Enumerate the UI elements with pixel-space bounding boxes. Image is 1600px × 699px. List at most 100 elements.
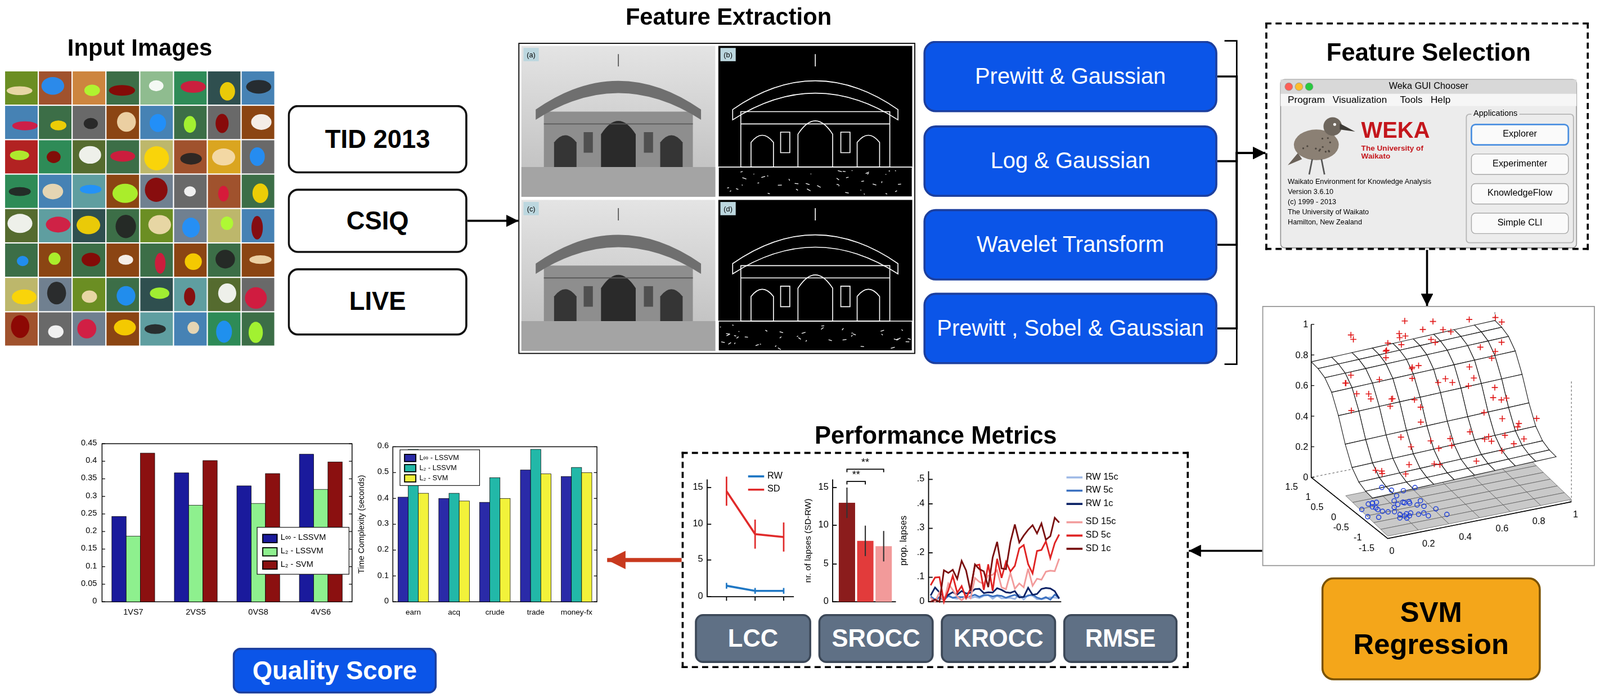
window-button bbox=[1295, 82, 1303, 91]
edge-speck bbox=[895, 190, 897, 192]
legend-swatch bbox=[262, 547, 278, 557]
thumbnail bbox=[72, 312, 106, 346]
text-block: RMSE bbox=[1085, 625, 1157, 653]
data-point-red bbox=[1419, 326, 1427, 333]
legend-line-sample bbox=[1066, 545, 1083, 552]
thumbnail-object bbox=[244, 287, 267, 309]
thumbnail-object bbox=[218, 186, 229, 202]
chart-tick bbox=[392, 472, 396, 474]
axis-label: prop. lapses bbox=[899, 515, 910, 566]
data-point-red bbox=[1470, 375, 1477, 382]
data-point-red bbox=[1435, 445, 1442, 452]
data-point-blue bbox=[1401, 488, 1406, 494]
data-point-red bbox=[1388, 396, 1395, 403]
chart-tick bbox=[101, 513, 105, 515]
thumbnail-object bbox=[248, 321, 263, 344]
thumbnail bbox=[208, 312, 241, 346]
thumbnail bbox=[241, 71, 275, 105]
node-text: Prewitt , Sobel & Gaussian bbox=[936, 316, 1204, 341]
thumbnail bbox=[5, 174, 38, 209]
chart-tick bbox=[594, 446, 597, 448]
data-point-red bbox=[1488, 438, 1495, 445]
thumbnail bbox=[173, 140, 207, 174]
metric-box: RMSE bbox=[1063, 614, 1178, 664]
edge-speck bbox=[852, 334, 856, 336]
legend-line bbox=[1066, 521, 1083, 524]
tick-label: -0.5 bbox=[1333, 523, 1350, 534]
data-point-blue bbox=[1408, 510, 1413, 516]
thumbnail bbox=[72, 71, 106, 105]
thumbnail-object bbox=[154, 253, 166, 274]
significance-bracket bbox=[846, 481, 866, 485]
thumbnail-object bbox=[187, 321, 200, 335]
edge-speck bbox=[767, 192, 771, 195]
tick-label: 0 bbox=[384, 597, 389, 607]
weka-bird-speck bbox=[1314, 147, 1317, 150]
separating-plane bbox=[1411, 517, 1450, 531]
legend-item: RW 5c bbox=[1066, 485, 1113, 496]
tick-label: 0.2 bbox=[1422, 539, 1436, 550]
legend-text: L₂ - SVM bbox=[280, 560, 314, 570]
edge-speck bbox=[881, 181, 883, 183]
data-point-red bbox=[1382, 354, 1390, 362]
chart-tick bbox=[928, 528, 933, 530]
tick-label: -1.5 bbox=[1358, 544, 1375, 555]
data-point-red bbox=[1491, 384, 1499, 391]
thumbnail-object bbox=[11, 315, 30, 339]
weka-ui-text: Applications bbox=[1471, 109, 1520, 119]
thumbnail-object bbox=[83, 118, 98, 130]
axis-label: .3 bbox=[917, 523, 925, 534]
tick-label: 1 bbox=[1302, 320, 1309, 331]
thumbnail-object bbox=[180, 153, 202, 165]
chart-tick bbox=[392, 498, 396, 500]
data-point-red bbox=[1480, 409, 1487, 416]
legend-box bbox=[400, 450, 480, 486]
edge-speck bbox=[820, 327, 824, 330]
data-point-red bbox=[1348, 407, 1355, 415]
edge-speck bbox=[837, 170, 842, 172]
weka-button bbox=[1471, 183, 1568, 204]
thumbnail-object bbox=[218, 283, 237, 304]
data-point-red bbox=[1367, 396, 1374, 403]
legend-item: SD 5c bbox=[1066, 530, 1111, 541]
chart-tick bbox=[594, 472, 597, 474]
data-point-blue bbox=[1418, 498, 1423, 503]
thumbnail bbox=[106, 105, 139, 139]
text-block: Wavelet Transform bbox=[976, 232, 1164, 258]
node-text: LIVE bbox=[349, 288, 407, 317]
weka-bird-speck bbox=[1319, 148, 1321, 151]
connector-arrow bbox=[607, 558, 682, 563]
data-point-red bbox=[1384, 340, 1391, 347]
axis-label: .5 bbox=[917, 474, 925, 485]
legend-item: SD 1c bbox=[1066, 544, 1111, 555]
thumbnail-object bbox=[6, 86, 33, 96]
edge-speck bbox=[778, 184, 782, 186]
error-bar bbox=[725, 477, 728, 507]
bar bbox=[479, 502, 490, 602]
thumbnail bbox=[38, 312, 72, 346]
thumbnail-object bbox=[84, 84, 101, 97]
grayscale-photo bbox=[521, 200, 716, 352]
data-point-blue bbox=[1369, 501, 1375, 506]
data-point-red bbox=[1396, 330, 1403, 337]
data-point-blue bbox=[1385, 509, 1391, 515]
edge-map-ground bbox=[718, 46, 913, 197]
edge-speck bbox=[742, 177, 747, 180]
data-point-blue bbox=[1380, 509, 1385, 514]
tick-label: 0.4 bbox=[1458, 532, 1472, 543]
thumbnail bbox=[173, 71, 207, 105]
legend-line-sample bbox=[1066, 519, 1083, 526]
tick-label: acq bbox=[447, 609, 461, 618]
edge-map bbox=[718, 46, 913, 197]
data-point-red bbox=[1510, 441, 1517, 448]
axis-label: nr. of lapses (SD-RW) bbox=[803, 498, 813, 583]
data-point-red bbox=[1485, 433, 1492, 440]
legend-text: SD bbox=[767, 484, 781, 496]
thumbnail-object bbox=[144, 146, 169, 171]
panel-letter: (d) bbox=[723, 205, 733, 214]
weka-applications-group bbox=[1466, 114, 1573, 244]
edge-speck bbox=[765, 330, 767, 332]
weka-bird-beak bbox=[1339, 123, 1355, 132]
text-block: Log & Gaussian bbox=[990, 149, 1151, 174]
legend-item: L∞ - LSSVM bbox=[262, 534, 326, 544]
